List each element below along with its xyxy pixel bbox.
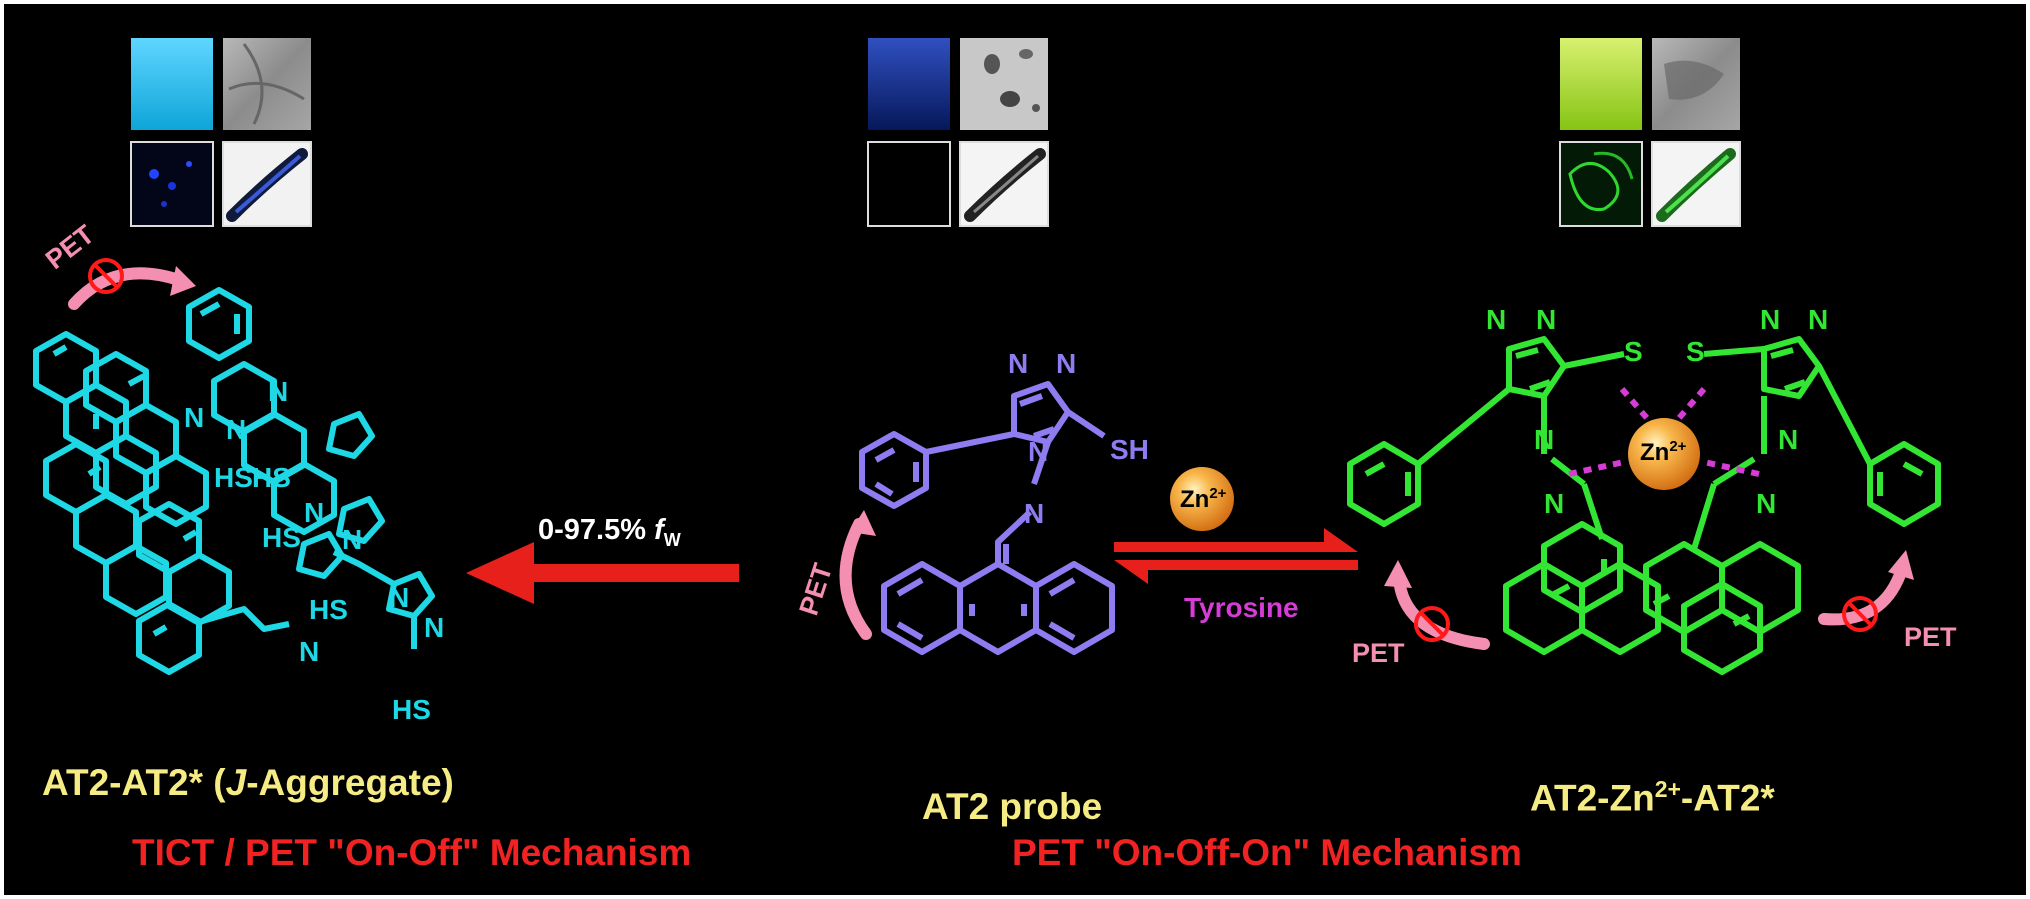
panel-probe-images <box>867 38 1049 227</box>
atom-label-n: N <box>304 497 325 528</box>
atom-label-n: N <box>1808 304 1829 335</box>
atom-label-n: N <box>1028 436 1049 467</box>
cuvette-complex <box>1560 38 1642 130</box>
atom-label-s: S <box>1624 336 1643 367</box>
figure-canvas: N N N HS HS HS N N HS N N N HS N N N SH … <box>4 4 2026 895</box>
atom-label-n: N <box>424 612 445 643</box>
atom-label-hs: HS <box>214 462 253 493</box>
pet-label-complex-left: PET <box>1352 638 1405 668</box>
atom-label-n: N <box>299 636 320 667</box>
atom-label-n: N <box>1534 424 1555 455</box>
diagram-svg <box>33 38 1941 675</box>
atom-label-n: N <box>342 524 363 555</box>
atom-label-n: N <box>1056 348 1077 379</box>
atom-label-n: N <box>389 582 410 613</box>
cuvette-probe <box>868 38 950 130</box>
atom-label-n: N <box>184 402 205 433</box>
atom-label-s: S <box>1686 336 1705 367</box>
atom-label-n: N <box>1024 498 1045 529</box>
mechanism-left: TICT / PET "On-Off" Mechanism <box>132 832 692 873</box>
probe-name: AT2 probe <box>922 786 1103 827</box>
atom-label-n: N <box>1008 348 1029 379</box>
aggregate-name: AT2-AT2* (J-Aggregate) <box>42 762 454 803</box>
atom-label-n: N <box>1544 488 1565 519</box>
equilibrium-arrows <box>1114 528 1358 584</box>
confocal-probe <box>867 141 951 227</box>
atom-label-hs: HS <box>252 462 291 493</box>
atom-label-n: N <box>1756 488 1777 519</box>
probe-structure <box>859 381 1115 655</box>
zn-sphere-complex <box>1628 418 1700 490</box>
zn-reagent-label: Zn2+ <box>1180 485 1227 513</box>
aggregation-condition: 0-97.5% fW <box>538 514 681 550</box>
zn-sphere-reagent <box>1170 467 1234 531</box>
atom-label-hs: HS <box>392 694 431 725</box>
cuvette-aggregate <box>131 38 213 130</box>
atom-label-n: N <box>1536 304 1557 335</box>
atom-label-n: N <box>268 376 289 407</box>
zn-coordination-bonds <box>1568 387 1760 477</box>
mechanism-right: PET "On-Off-On" Mechanism <box>1012 832 1522 873</box>
pet-arrow-complex-right <box>1818 550 1914 632</box>
atom-label-n: N <box>1760 304 1781 335</box>
complex-structure <box>1347 336 1941 675</box>
zn-complex-label: Zn2+ <box>1640 438 1687 466</box>
tem-image-probe <box>960 38 1048 130</box>
pet-arrow-complex-left <box>1384 560 1490 650</box>
aggregation-arrow <box>466 542 739 604</box>
panel-complex-images <box>1559 38 1741 227</box>
atom-label-n: N <box>1778 424 1799 455</box>
tyrosine-label: Tyrosine <box>1184 592 1299 623</box>
aggregate-structure <box>33 287 435 675</box>
pet-label-complex-right: PET <box>1904 622 1957 652</box>
atom-label-sh: SH <box>1110 434 1149 465</box>
atom-label-hs: HS <box>262 522 301 553</box>
atom-label-n: N <box>226 414 247 445</box>
pet-arrow-aggregate <box>68 258 196 310</box>
panel-aggregate-images <box>130 38 312 227</box>
pet-arrow-probe <box>839 510 876 640</box>
atom-label-n: N <box>1486 304 1507 335</box>
atom-label-hs: HS <box>309 594 348 625</box>
complex-name: AT2-Zn2+-AT2* <box>1530 776 1775 819</box>
